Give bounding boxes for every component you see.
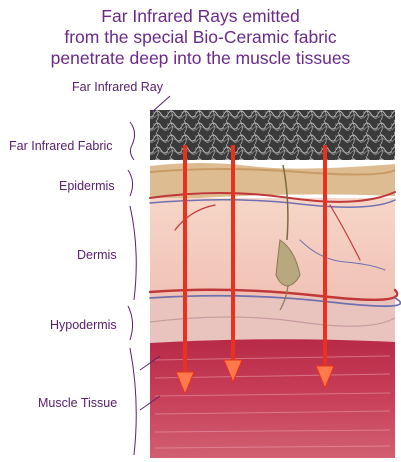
- infrared-arrow-head-1: [175, 371, 195, 396]
- infrared-arrow-head-3: [315, 365, 335, 390]
- ray-label-pointer: [151, 95, 171, 113]
- label-epidermis: Epidermis: [59, 179, 115, 193]
- epidermis-layer: [150, 163, 395, 198]
- diagram-title: Far Infrared Rays emitted from the speci…: [0, 6, 401, 69]
- label-far-infrared-fabric: Far Infrared Fabric: [9, 139, 113, 153]
- label-dermis: Dermis: [77, 248, 117, 262]
- label-hypodermis: Hypodermis: [50, 318, 117, 332]
- muscle-layer: [150, 339, 395, 458]
- label-far-infrared-ray: Far Infrared Ray: [72, 80, 164, 94]
- fabric-layer: [150, 110, 395, 160]
- layer-brackets: [127, 121, 161, 456]
- title-line-1: Far Infrared Rays emitted: [101, 6, 300, 26]
- infrared-arrow-head-2: [223, 359, 243, 384]
- infrared-arrows: [175, 145, 335, 396]
- title-line-2: from the special Bio-Ceramic fabric: [64, 27, 337, 47]
- label-muscle-tissue: Muscle Tissue: [38, 396, 118, 410]
- title-line-3: penetrate deep into the muscle tissues: [50, 48, 351, 68]
- hair-follicle: [275, 164, 301, 311]
- hypodermis-layer: [150, 296, 395, 346]
